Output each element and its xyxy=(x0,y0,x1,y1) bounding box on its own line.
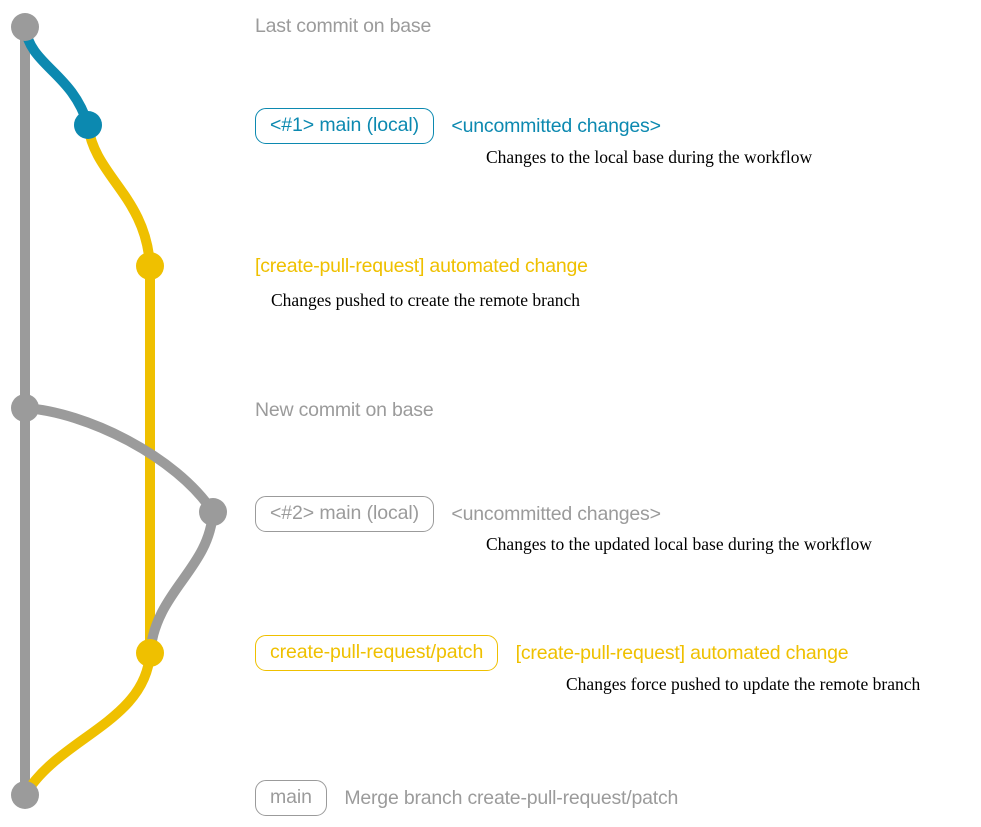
commit-header-local-commit-1: <#1> main (local) <uncommitted changes> xyxy=(255,108,661,144)
commit-node-last-commit-on-base[interactable] xyxy=(11,13,39,41)
commit-node-merge-commit[interactable] xyxy=(11,781,39,809)
commit-subject-merge-commit: Merge branch create-pull-request/patch xyxy=(344,787,679,809)
commit-header-merge-commit: main Merge branch create-pull-request/pa… xyxy=(255,780,678,816)
commit-header-automated-change-1: [create-pull-request] automated change xyxy=(255,254,588,278)
commit-note-local-commit-1: Changes to the local base during the wor… xyxy=(486,147,813,167)
commit-subject-new-commit-on-base: New commit on base xyxy=(255,399,434,421)
branch-badge-automated-change-2[interactable]: create-pull-request/patch xyxy=(255,635,499,671)
local2-to-patch-line-gray xyxy=(145,507,218,658)
commit-note-automated-change-1: Changes pushed to create the remote bran… xyxy=(271,290,581,310)
local-branch-line-blue xyxy=(20,22,93,130)
commit-note-automated-change-2: Changes force pushed to update the remot… xyxy=(566,674,921,694)
commit-node-local-commit-1[interactable] xyxy=(74,111,102,139)
branch-badge-merge-commit[interactable]: main xyxy=(255,780,327,816)
commit-subject-automated-change-2: [create-pull-request] automated change xyxy=(515,642,849,664)
commit-header-local-commit-2: <#2> main (local) <uncommitted changes> xyxy=(255,496,661,532)
base-to-local2-line-gray xyxy=(20,403,218,517)
commit-subject-automated-change-1: [create-pull-request] automated change xyxy=(255,255,588,277)
branch-badge-local-commit-1[interactable]: <#1> main (local) xyxy=(255,108,434,144)
patch-merge-line-yellow xyxy=(20,648,155,800)
remote-branch-line-yellow-upper xyxy=(83,120,155,271)
commit-header-automated-change-2: create-pull-request/patch [create-pull-r… xyxy=(255,635,849,671)
commit-note-local-commit-2: Changes to the updated local base during… xyxy=(486,534,872,554)
commit-subject-local-commit-2: <uncommitted changes> xyxy=(451,503,661,525)
commit-node-new-commit-on-base[interactable] xyxy=(11,394,39,422)
commit-subject-last-commit-on-base: Last commit on base xyxy=(255,15,432,37)
commit-node-automated-change-1[interactable] xyxy=(136,252,164,280)
commit-node-local-commit-2[interactable] xyxy=(199,498,227,526)
commit-subject-local-commit-1: <uncommitted changes> xyxy=(451,115,661,137)
branch-badge-local-commit-2[interactable]: <#2> main (local) xyxy=(255,496,434,532)
commit-node-automated-change-2[interactable] xyxy=(136,639,164,667)
